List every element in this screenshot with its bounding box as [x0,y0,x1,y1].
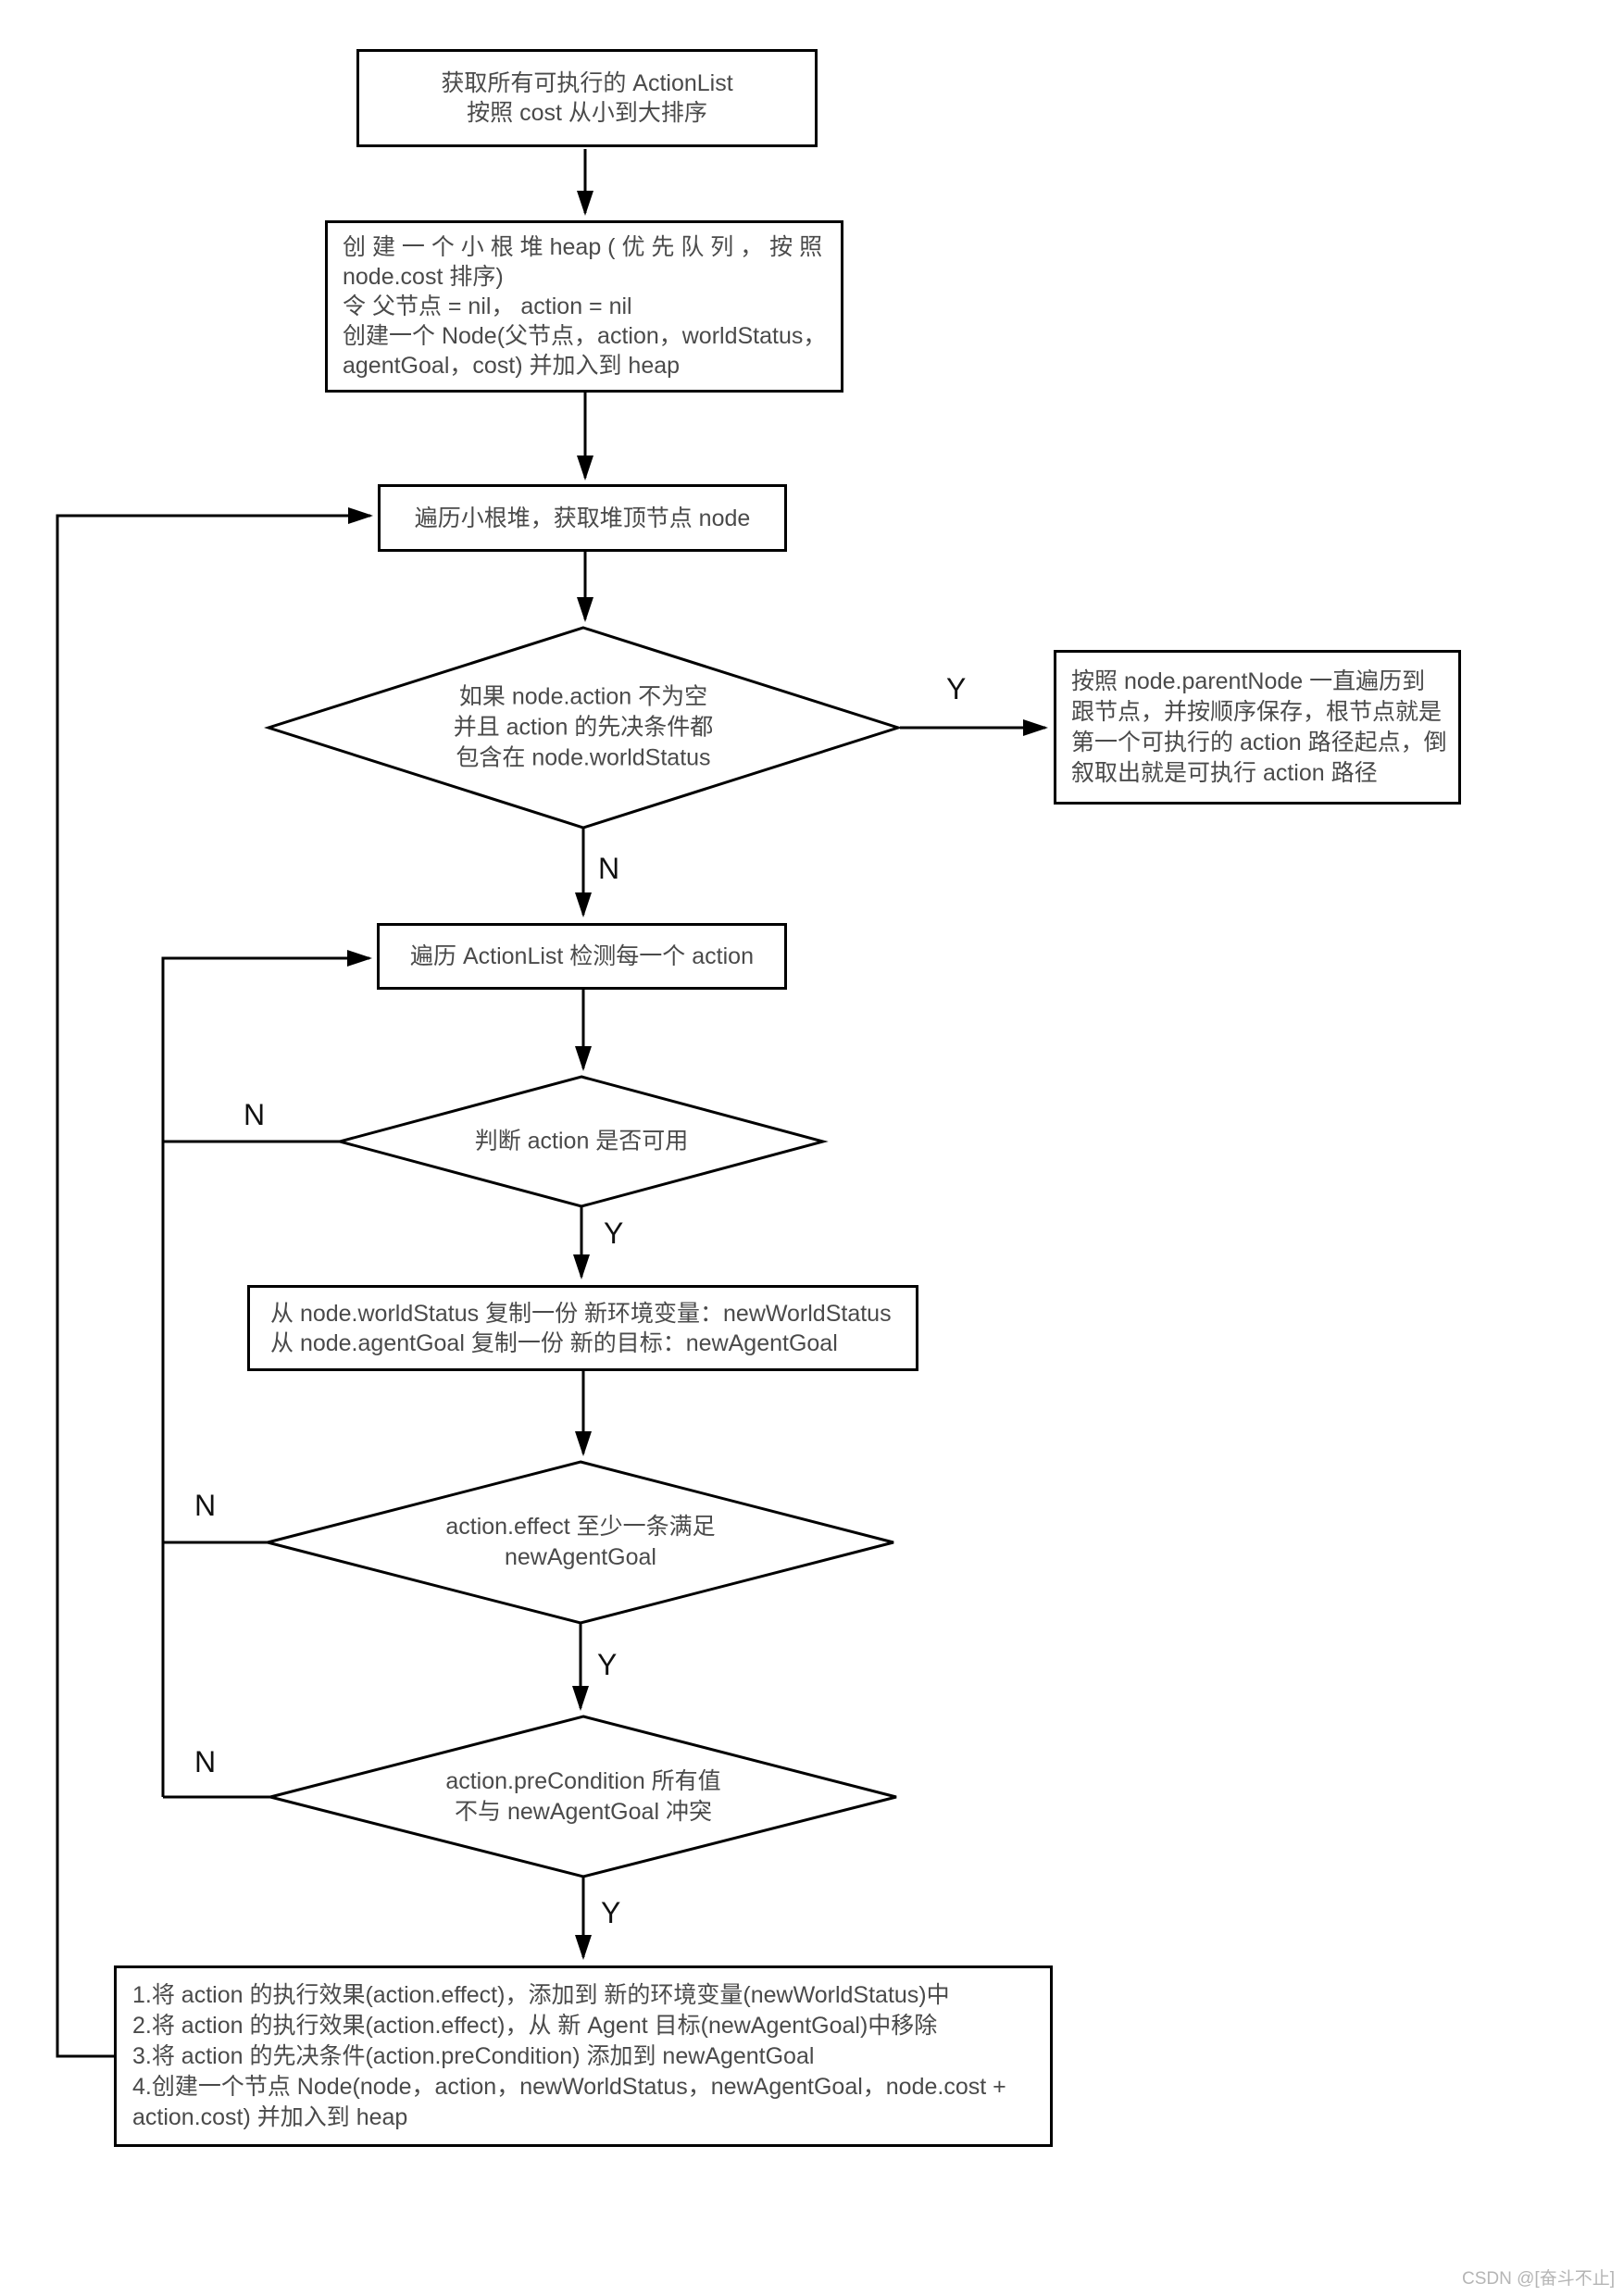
diamond2-no-label: N [244,1098,266,1131]
box-text-line: 3.将 action 的先决条件(action.preCondition) 添加… [132,2042,815,2069]
box-copy-status-goal: 从 node.worldStatus 复制一份 新环境变量：newWorldSt… [247,1285,918,1371]
diamond4-shape [269,1715,897,1878]
box-text-line: 第一个可执行的 action 路径起点，倒 [1071,729,1447,755]
diamond3-no-label: N [194,1489,217,1522]
box-text-line: 从 node.agentGoal 复制一份 新的目标：newAgentGoal [270,1329,838,1356]
start-box-get-actionlist: 获取所有可执行的 ActionList 按照 cost 从小到大排序 [356,49,818,147]
diamond4-condition-text: action.preCondition 所有值 不与 newAgentGoal … [445,1766,720,1828]
box-text-line: 叙取出就是可执行 action 路径 [1071,759,1378,786]
diamond-text-line: 判断 action 是否可用 [474,1128,689,1154]
box-text-line: 4.创建一个节点 Node(node，action，newWorldStatus… [132,2073,1006,2100]
box-text-line: 令 父节点 = nil， action = nil [343,293,632,319]
diamond-text-line: action.preCondition 所有值 [445,1768,721,1794]
box-text-line: 创建一个 Node(父节点，action，worldStatus， [343,323,827,349]
diamond-text-line: 不与 newAgentGoal 冲突 [455,1799,712,1825]
box-text-line: 1.将 action 的执行效果(action.effect)，添加到 新的环境… [132,1981,950,2008]
box-text-line: 按照 node.parentNode 一直遍历到 [1071,668,1426,694]
diamond2-yes-label: Y [604,1217,624,1250]
box-text-line: 遍历 ActionList 检测每一个 action [410,943,754,969]
box-iterate-heap: 遍历小根堆，获取堆顶节点 node [378,484,787,552]
box-create-heap: 创 建 一 个 小 根 堆 heap ( 优 先 队 列 ， 按 照 node.… [325,220,843,393]
diamond1-no-label: N [598,852,620,885]
diamond-text-line: 并且 action 的先决条件都 [453,714,714,741]
box-text-line: 2.将 action 的执行效果(action.effect)，从 新 Agen… [132,2012,938,2039]
diamond3-condition-text: action.effect 至少一条满足 newAgentGoal [445,1512,715,1573]
box-text-line: action.cost) 并加入到 heap [132,2103,408,2130]
box-text-line: 获取所有可执行的 ActionList [441,70,733,96]
box-result-path: 按照 node.parentNode 一直遍历到 跟节点，并按顺序保存，根节点就… [1054,650,1461,805]
diamond3-yes-label: Y [597,1648,618,1681]
box-text-line: 遍历小根堆，获取堆顶节点 node [414,505,751,531]
diamond2-shape [334,1075,829,1208]
csdn-watermark: CSDN @[奋斗不止] [1462,2269,1615,2289]
box-apply-action-create-node: 1.将 action 的执行效果(action.effect)，添加到 新的环境… [114,1965,1053,2147]
arrow-outer-loop-to-box3 [56,507,373,2058]
diamond-text-line: 如果 node.action 不为空 [458,683,708,710]
diamond1-shape [264,626,903,830]
box-text-line: 从 node.worldStatus 复制一份 新环境变量：newWorldSt… [270,1300,892,1327]
box-text-line: node.cost 排序) [343,264,504,290]
diamond-text-line: 包含在 node.worldStatus [456,744,711,771]
diamond4-yes-label: Y [601,1896,621,1929]
box-iterate-actionlist: 遍历 ActionList 检测每一个 action [377,923,787,990]
box-text-line: 创 建 一 个 小 根 堆 heap ( 优 先 队 列 ， 按 照 [343,234,823,260]
diamond4-no-label: N [194,1745,217,1778]
box-text-line: 按照 cost 从小到大排序 [467,100,707,126]
diamond2-condition-text: 判断 action 是否可用 [475,1127,689,1157]
diamond-text-line: newAgentGoal [504,1544,656,1570]
box-text-line: agentGoal，cost) 并加入到 heap [343,353,681,379]
arrow-inner-loop-to-box4 [161,950,372,1797]
diamond3-shape [267,1460,894,1625]
diamond1-condition-text: 如果 node.action 不为空 并且 action 的先决条件都 包含在 … [454,682,714,774]
diamond-text-line: action.effect 至少一条满足 [445,1514,716,1540]
diamond1-yes-label: Y [946,672,967,705]
box-text-line: 跟节点，并按顺序保存，根节点就是 [1071,698,1443,725]
